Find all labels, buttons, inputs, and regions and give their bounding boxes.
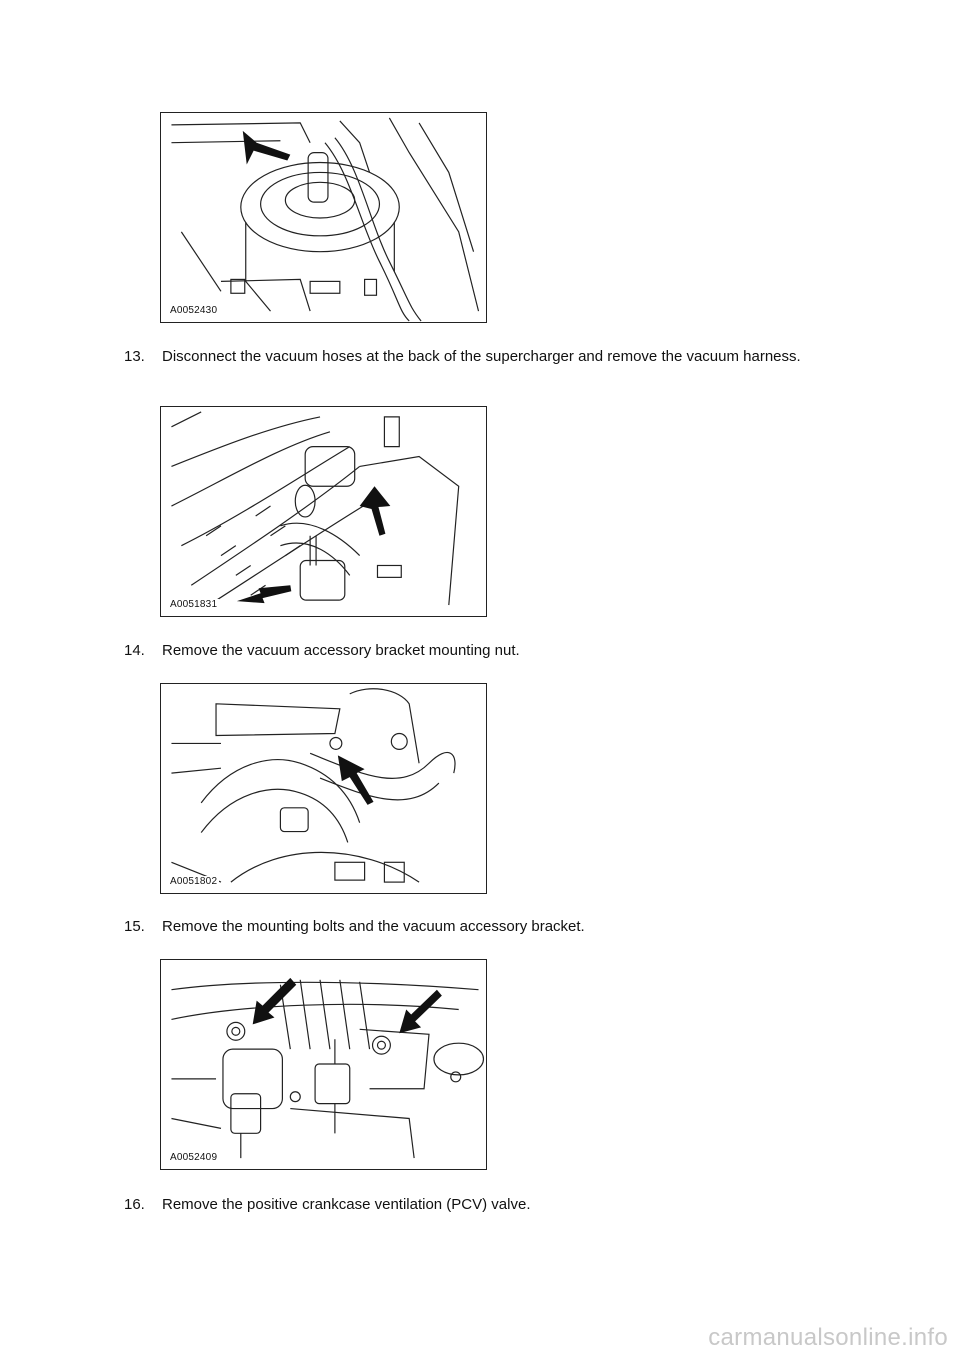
step-13-text: Disconnect the vacuum hoses at the back … xyxy=(162,348,801,365)
figure-2-illustration xyxy=(171,411,460,611)
step-16-number: 16. xyxy=(124,1196,145,1213)
watermark: carmanualsonline.info xyxy=(708,1324,948,1351)
step-16-text: Remove the positive crankcase ventilatio… xyxy=(162,1196,531,1213)
step-15: 15. Remove the mounting bolts and the va… xyxy=(124,918,824,936)
figure-3-illustration xyxy=(171,688,456,883)
figure-1-illustration xyxy=(171,117,480,322)
step-16: 16. Remove the positive crankcase ventil… xyxy=(124,1196,824,1214)
step-14: 14. Remove the vacuum accessory bracket … xyxy=(124,642,824,660)
step-14-number: 14. xyxy=(124,642,145,659)
figure-4-id: A0052409 xyxy=(168,1152,220,1164)
figure-3-id: A0051802 xyxy=(168,876,220,888)
figure-vacuum-hoses: A0051831 xyxy=(160,406,487,617)
figure-bracket-nut: A0051802 xyxy=(160,683,487,894)
step-13: 13. Disconnect the vacuum hoses at the b… xyxy=(124,348,824,366)
figure-1-id: A0052430 xyxy=(168,305,220,317)
step-14-text: Remove the vacuum accessory bracket moun… xyxy=(162,642,520,659)
step-13-number: 13. xyxy=(124,348,145,365)
figure-2-id: A0051831 xyxy=(168,599,220,611)
step-15-text: Remove the mounting bolts and the vacuum… xyxy=(162,918,585,935)
step-15-number: 15. xyxy=(124,918,145,935)
figure-vacuum-actuator: A0052430 xyxy=(160,112,487,323)
figure-bracket-bolts: A0052409 xyxy=(160,959,487,1170)
figure-4-illustration xyxy=(171,977,485,1159)
